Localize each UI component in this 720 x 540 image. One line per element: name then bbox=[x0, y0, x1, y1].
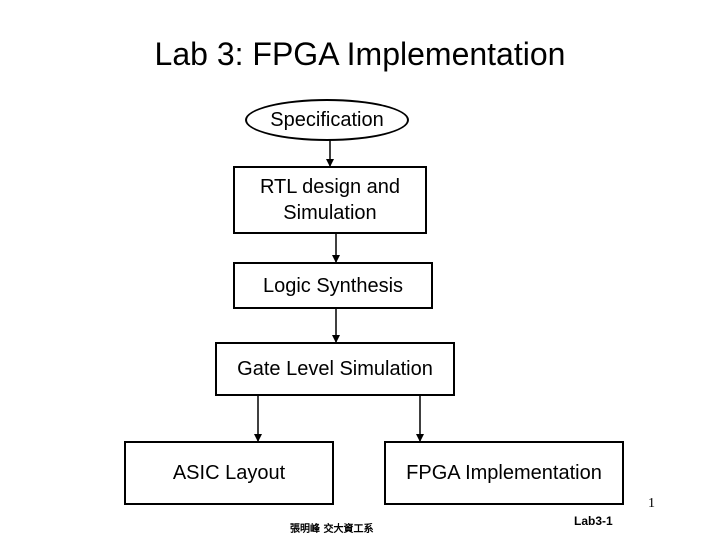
rtl-design-node: RTL design and Simulation bbox=[233, 166, 427, 234]
gate-level-simulation-node: Gate Level Simulation bbox=[215, 342, 455, 396]
asic-layout-node: ASIC Layout bbox=[124, 441, 334, 505]
fpga-implementation-label: FPGA Implementation bbox=[406, 462, 602, 484]
logic-synthesis-node: Logic Synthesis bbox=[233, 262, 433, 309]
fpga-implementation-node: FPGA Implementation bbox=[384, 441, 624, 505]
page-number: 1 bbox=[648, 496, 655, 511]
footer-slide-id: Lab3-1 bbox=[574, 514, 613, 528]
specification-node: Specification bbox=[245, 99, 409, 141]
footer-author: 張明峰 交大資工系 bbox=[290, 524, 374, 535]
gate-level-simulation-label: Gate Level Simulation bbox=[237, 358, 433, 380]
rtl-label-line-2: Simulation bbox=[283, 202, 377, 224]
rtl-label-line-1: RTL design and bbox=[259, 176, 401, 198]
asic-layout-label: ASIC Layout bbox=[172, 462, 286, 484]
slide-title: Lab 3: FPGA Implementation bbox=[154, 36, 566, 72]
specification-label: Specification bbox=[270, 109, 384, 131]
logic-synthesis-label: Logic Synthesis bbox=[262, 274, 404, 297]
